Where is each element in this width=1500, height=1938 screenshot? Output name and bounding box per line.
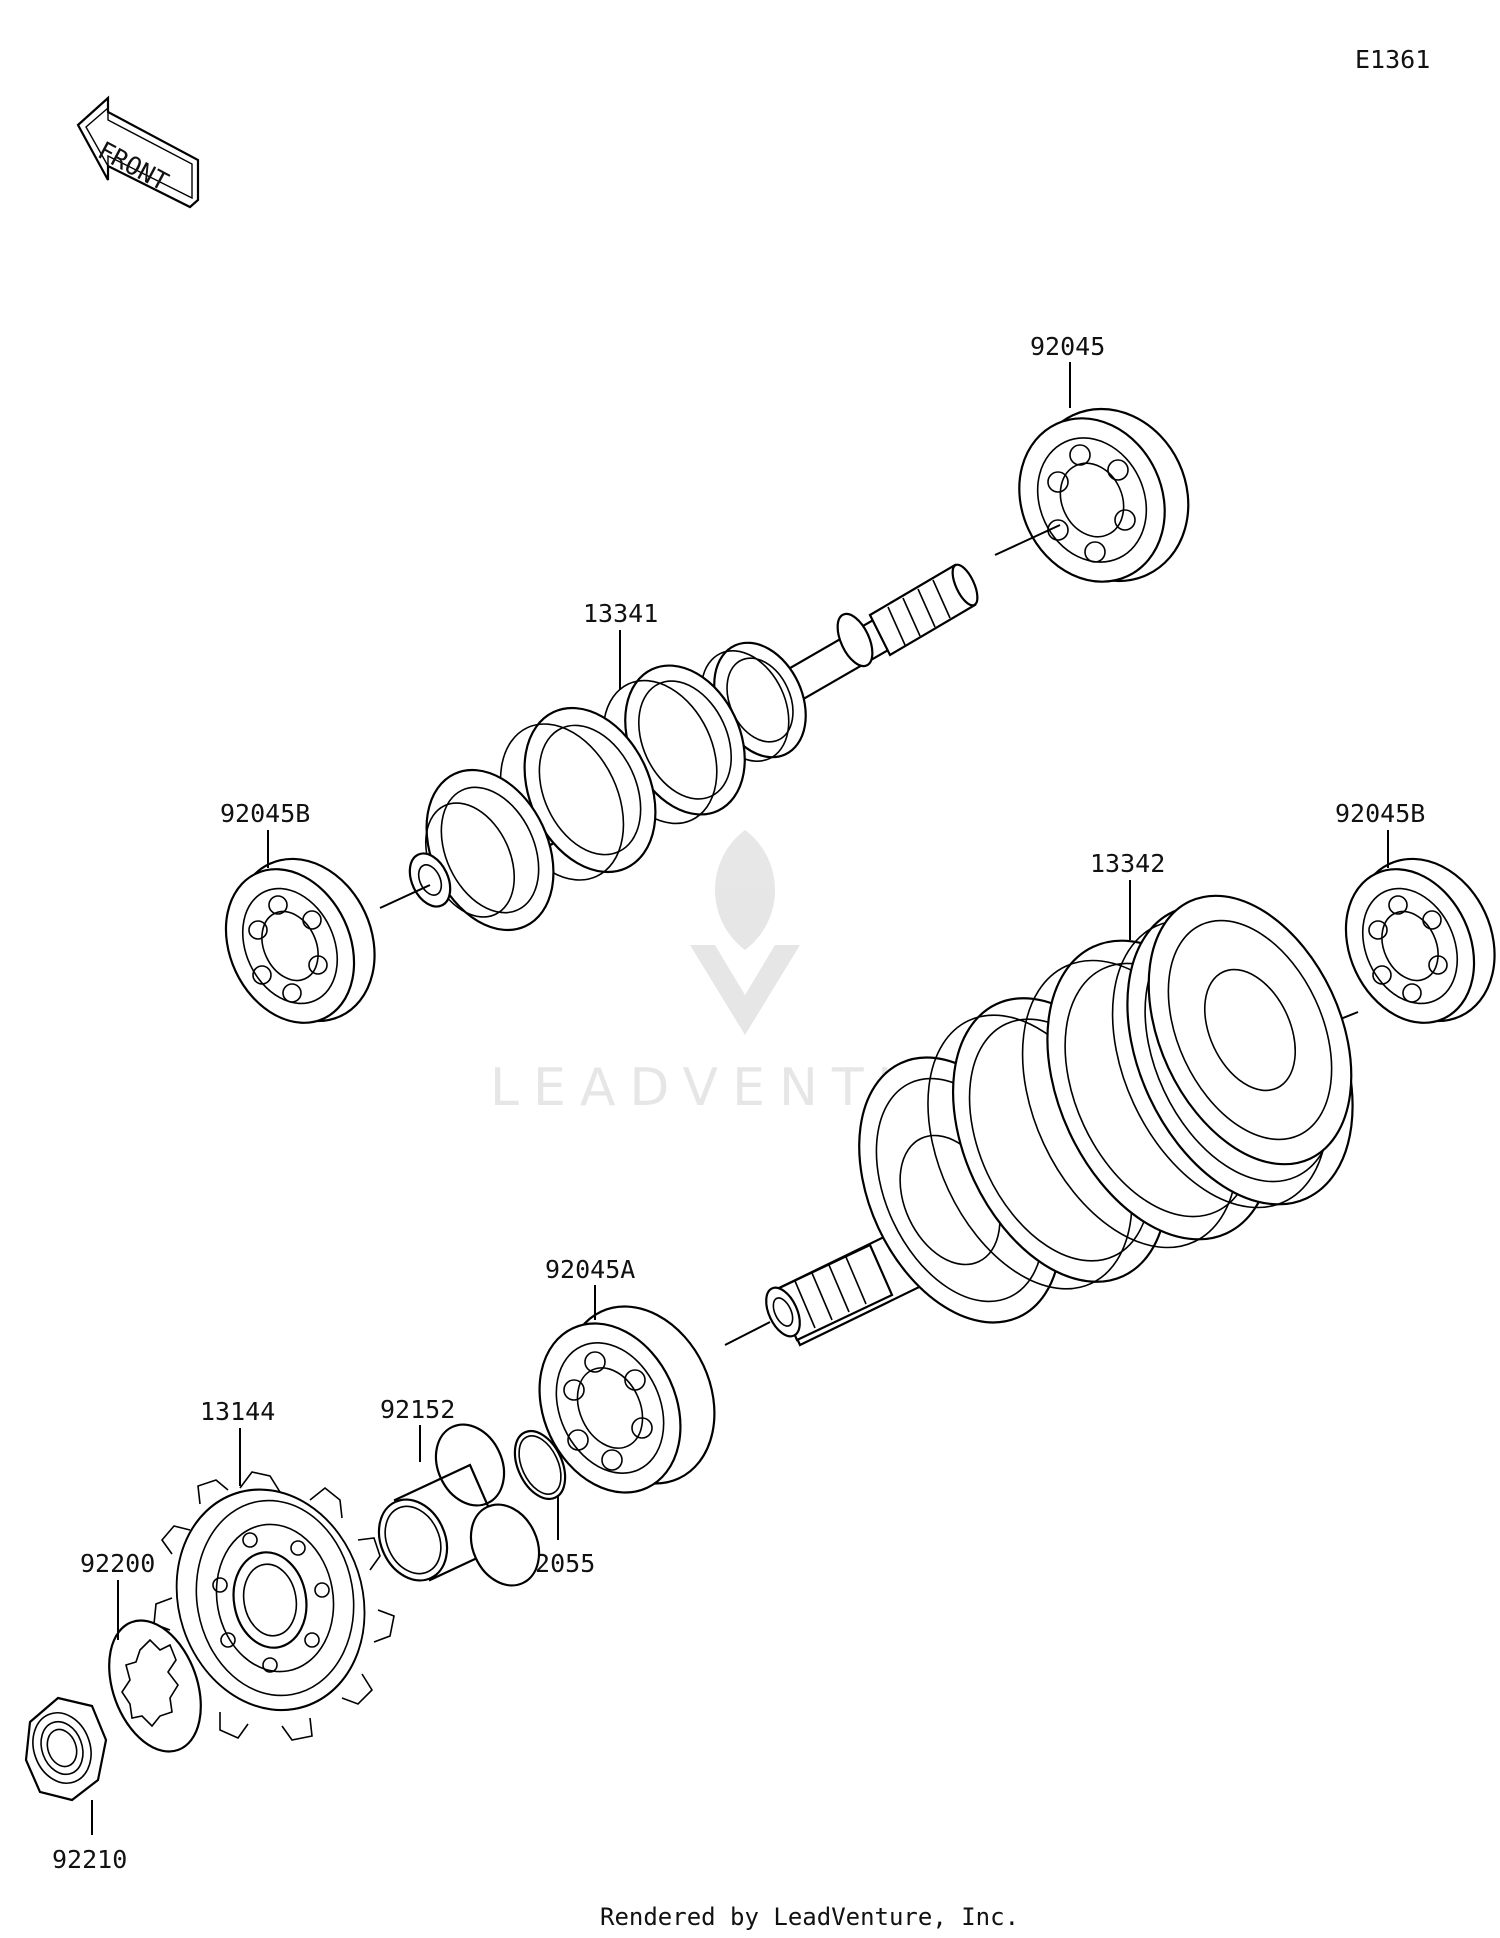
label-92200: 92200 [80, 1549, 155, 1578]
lock-washer-92200[interactable] [92, 1608, 217, 1765]
nut-92210[interactable] [23, 1696, 108, 1802]
gear-13341-c [499, 706, 657, 881]
sprocket-13144[interactable] [149, 1465, 395, 1741]
diagram-code: E1361 [1355, 45, 1430, 74]
label-92210: 92210 [52, 1845, 127, 1874]
o-ring-92055[interactable] [505, 1423, 575, 1507]
bearing-92045A[interactable] [513, 1282, 742, 1516]
label-92045B-right: 92045B [1335, 799, 1425, 828]
input-shaft-13341[interactable] [402, 561, 983, 950]
label-92045B-left: 92045B [220, 799, 310, 828]
label-13342: 13342 [1090, 849, 1165, 878]
label-92045: 92045 [1030, 332, 1105, 361]
label-13144: 13144 [200, 1397, 275, 1426]
footer-credit: Rendered by LeadVenture, Inc. [600, 1903, 1019, 1931]
bearing-92045[interactable] [993, 383, 1216, 607]
gear-13342-e [1147, 894, 1353, 1166]
label-92152: 92152 [380, 1395, 455, 1424]
output-shaft-13342[interactable] [759, 863, 1397, 1355]
bearing-92045B-left[interactable] [202, 836, 401, 1044]
label-92045A: 92045A [545, 1255, 635, 1284]
front-arrow-icon: FRONT [76, 95, 200, 209]
collar-92152[interactable] [366, 1413, 552, 1596]
label-13341: 13341 [583, 599, 658, 628]
bearing-92045B-right[interactable] [1322, 836, 1500, 1044]
